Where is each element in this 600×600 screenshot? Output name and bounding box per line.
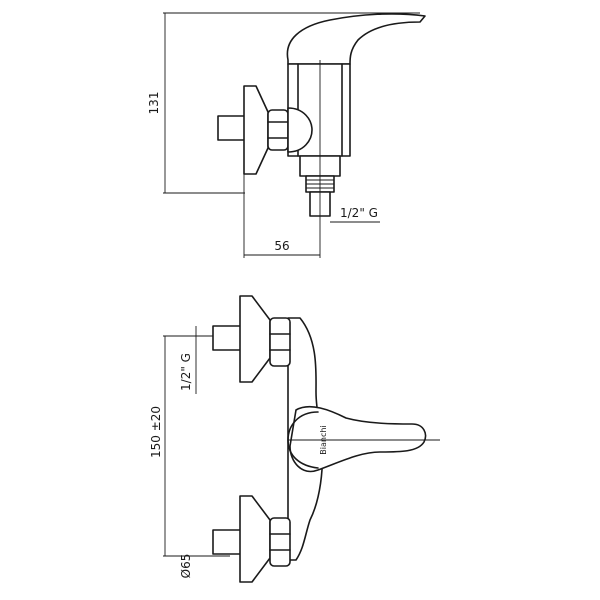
side-union: [287, 107, 313, 153]
top-rosette: [239, 295, 271, 383]
side-view: 131 1/2" G: [147, 12, 426, 258]
front-thread-dimension: 1/2" G: [179, 326, 197, 394]
side-rosette: [243, 85, 269, 175]
front-view: 150 ±20 1/2" G Ø65 Bianchi: [149, 295, 440, 583]
rosette-dimension: Ø65: [179, 554, 193, 579]
height-dimension: 131: [147, 12, 420, 194]
front-lever-handle: [289, 405, 427, 473]
bottom-inlet-pipe: [212, 529, 242, 555]
side-thread-dimension: 1/2" G: [330, 206, 380, 223]
rosette-label: Ø65: [179, 554, 193, 579]
side-thread-label: 1/2" G: [340, 206, 378, 220]
depth-dimension: 56: [243, 174, 321, 258]
height-dimension-label: 131: [147, 92, 161, 115]
front-thread-label: 1/2" G: [179, 353, 193, 391]
depth-dimension-label: 56: [274, 239, 289, 253]
top-inlet-pipe: [212, 325, 242, 351]
top-nut: [269, 317, 291, 367]
bottom-rosette: [239, 495, 271, 583]
bottom-nut: [269, 517, 291, 567]
center-distance-label: 150 ±20: [149, 406, 163, 458]
lever-handle: [286, 13, 426, 65]
side-nut: [267, 109, 289, 151]
side-inlet-pipe: [217, 115, 247, 141]
